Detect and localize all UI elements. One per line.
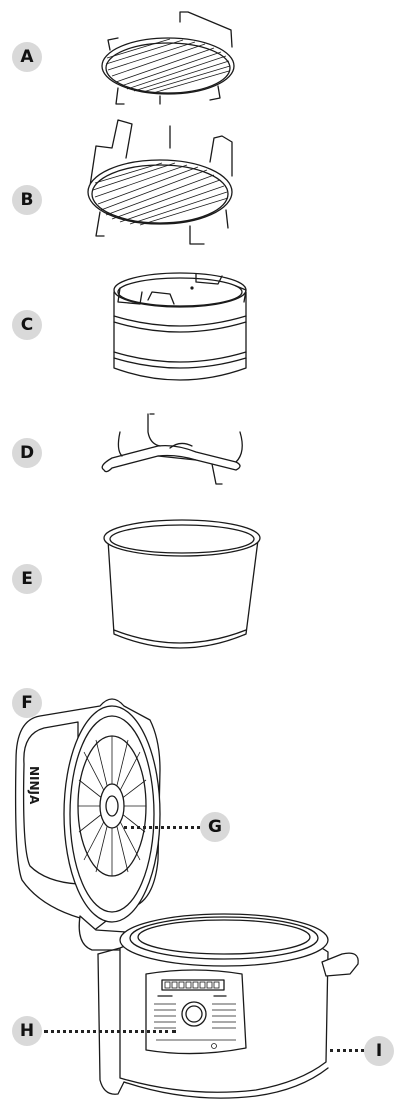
callout-c: C [12,310,42,340]
callout-a-label: A [20,49,33,66]
callout-i-label: I [376,1043,382,1060]
callout-f-label: F [21,695,33,712]
part-d-stand [102,414,242,484]
leader-line-h [44,1030,176,1033]
part-b-rack [88,120,232,244]
callout-b: B [12,185,42,215]
callout-g-label: G [208,819,222,836]
callout-h-label: H [20,1023,34,1040]
callout-c-label: C [21,317,33,334]
part-a-rack [102,12,234,104]
callout-e-label: E [21,571,33,588]
part-c-basket [114,273,246,380]
callout-d-label: D [20,445,34,462]
callout-a: A [12,42,42,72]
callout-e: E [12,564,42,594]
callout-f: F [12,688,42,718]
callout-d: D [12,438,42,468]
leader-line-i [330,1049,364,1052]
leader-line-g [124,826,200,829]
part-e-pot [104,520,260,648]
callout-h: H [12,1016,42,1046]
part-f-unit: NINJA [16,699,359,1098]
brand-wordmark: NINJA [27,766,41,805]
callout-b-label: B [21,192,34,209]
callout-g: G [200,812,230,842]
callout-i: I [364,1036,394,1066]
